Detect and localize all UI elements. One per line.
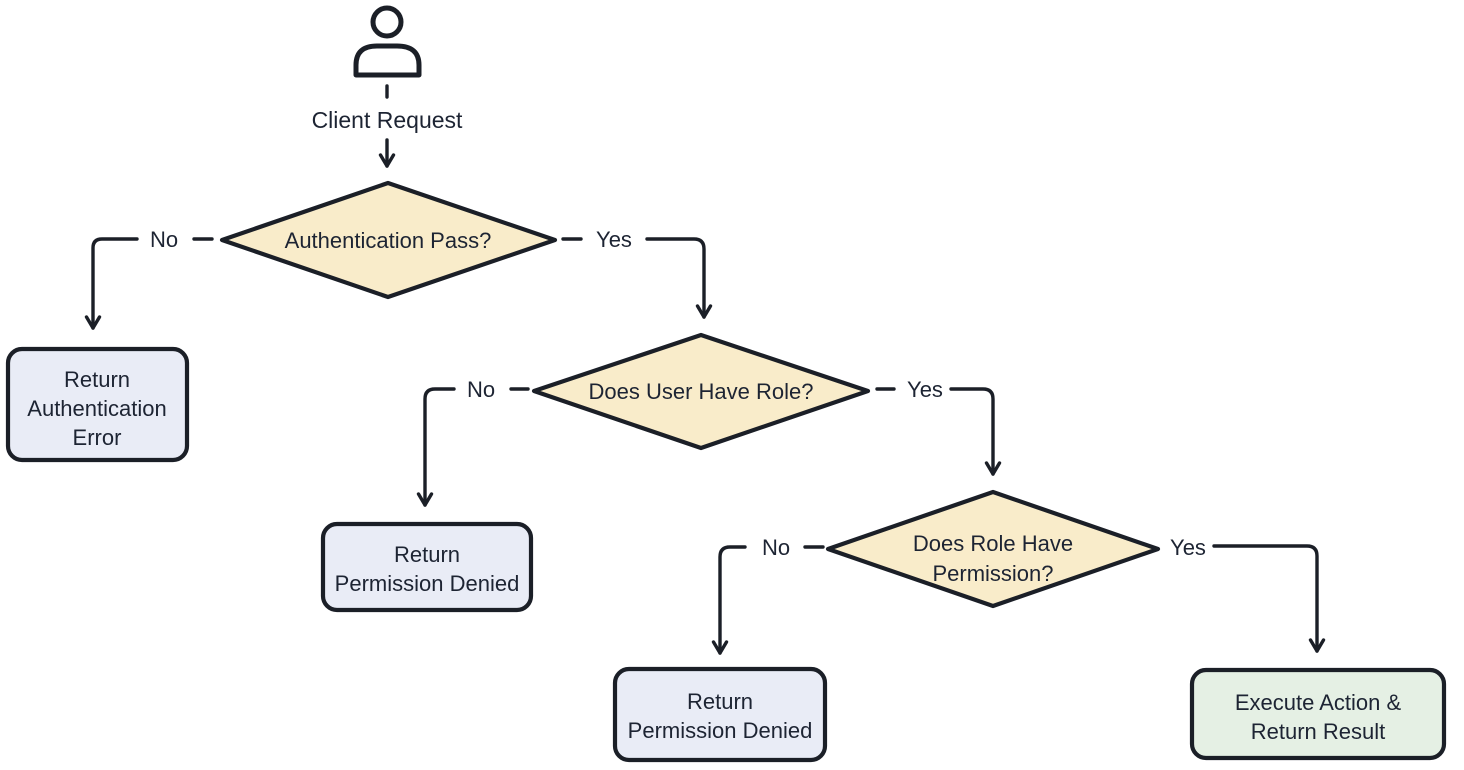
edge-label-role-yes: Yes [907,377,943,402]
box-return-auth-error-line3: Error [73,425,122,450]
decision-user-has-role [531,332,871,451]
box-return-auth-error [5,346,190,463]
edge-perm-yes [1212,544,1326,653]
edge-role-yes [949,387,1002,476]
edge-label-perm-yes: Yes [1170,535,1206,560]
decision-authentication-pass [219,180,558,300]
box-return-auth-error-line2: Authentication [27,396,166,421]
box-return-permission-denied-2-line2: Permission Denied [628,718,813,743]
edge-auth-no [84,237,139,330]
edge-label-perm-no: No [762,535,790,560]
box-return-permission-denied-1-line1: Return [394,542,460,567]
box-execute-action-line1: Execute Action & [1235,690,1402,715]
box-return-permission-denied-2-line1: Return [687,689,753,714]
edge-label-role-no: No [467,377,495,402]
box-execute-action [1189,667,1447,761]
person-icon [353,5,422,78]
decision-user-has-role-label: Does User Have Role? [589,379,814,404]
box-return-permission-denied-1 [320,521,534,613]
edge-auth-yes [645,237,713,319]
edge-label-auth-no: No [150,227,178,252]
box-execute-action-line2: Return Result [1251,719,1386,744]
decision-role-has-permission-label-line2: Permission? [932,561,1053,586]
decision-authentication-pass-label: Authentication Pass? [285,228,492,253]
client-request-label: Client Request [312,107,463,133]
decision-role-has-permission-label-line1: Does Role Have [913,531,1073,556]
box-return-auth-error-line1: Return [64,367,130,392]
edge-label-auth-yes: Yes [596,227,632,252]
edge-role-no [416,387,456,507]
box-return-permission-denied-2 [612,666,828,763]
decision-role-has-permission [825,489,1161,609]
edge-perm-no [711,545,747,655]
box-return-permission-denied-1-line2: Permission Denied [335,571,520,596]
